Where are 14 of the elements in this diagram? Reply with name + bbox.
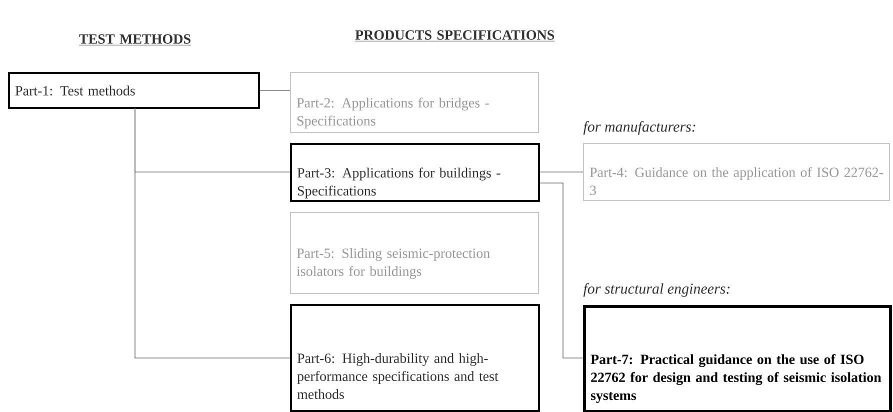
part-box: Part-5: Sliding seismic-protection isolators for buildings (290, 212, 539, 294)
connector-line (540, 182, 584, 358)
part-box: Part-1: Test methods (8, 72, 260, 109)
audience-note: for structural engineers: (583, 283, 730, 297)
part-box: Part-3: Applications for buildings - Specifications (290, 143, 540, 202)
part-box: Part-6: High-durability and high-performance specifications and test methods (290, 304, 540, 412)
part-box: Part-2: Applications for bridges - Specifications (290, 72, 539, 133)
connector-line (260, 90, 290, 91)
part-box: Part-4: Guidance on the application of ISO 22762-3 (583, 143, 890, 201)
column-heading: PRODUCTS SPECIFICATIONS (354, 30, 555, 42)
audience-note: for manufacturers: (583, 121, 696, 135)
connector-line (134, 108, 290, 358)
column-heading: TEST METHODS (78, 34, 192, 46)
part-box: Part-7: Practical guidance on the use of ISO 22762 for design and testing of seismic isolation systems (583, 305, 892, 412)
